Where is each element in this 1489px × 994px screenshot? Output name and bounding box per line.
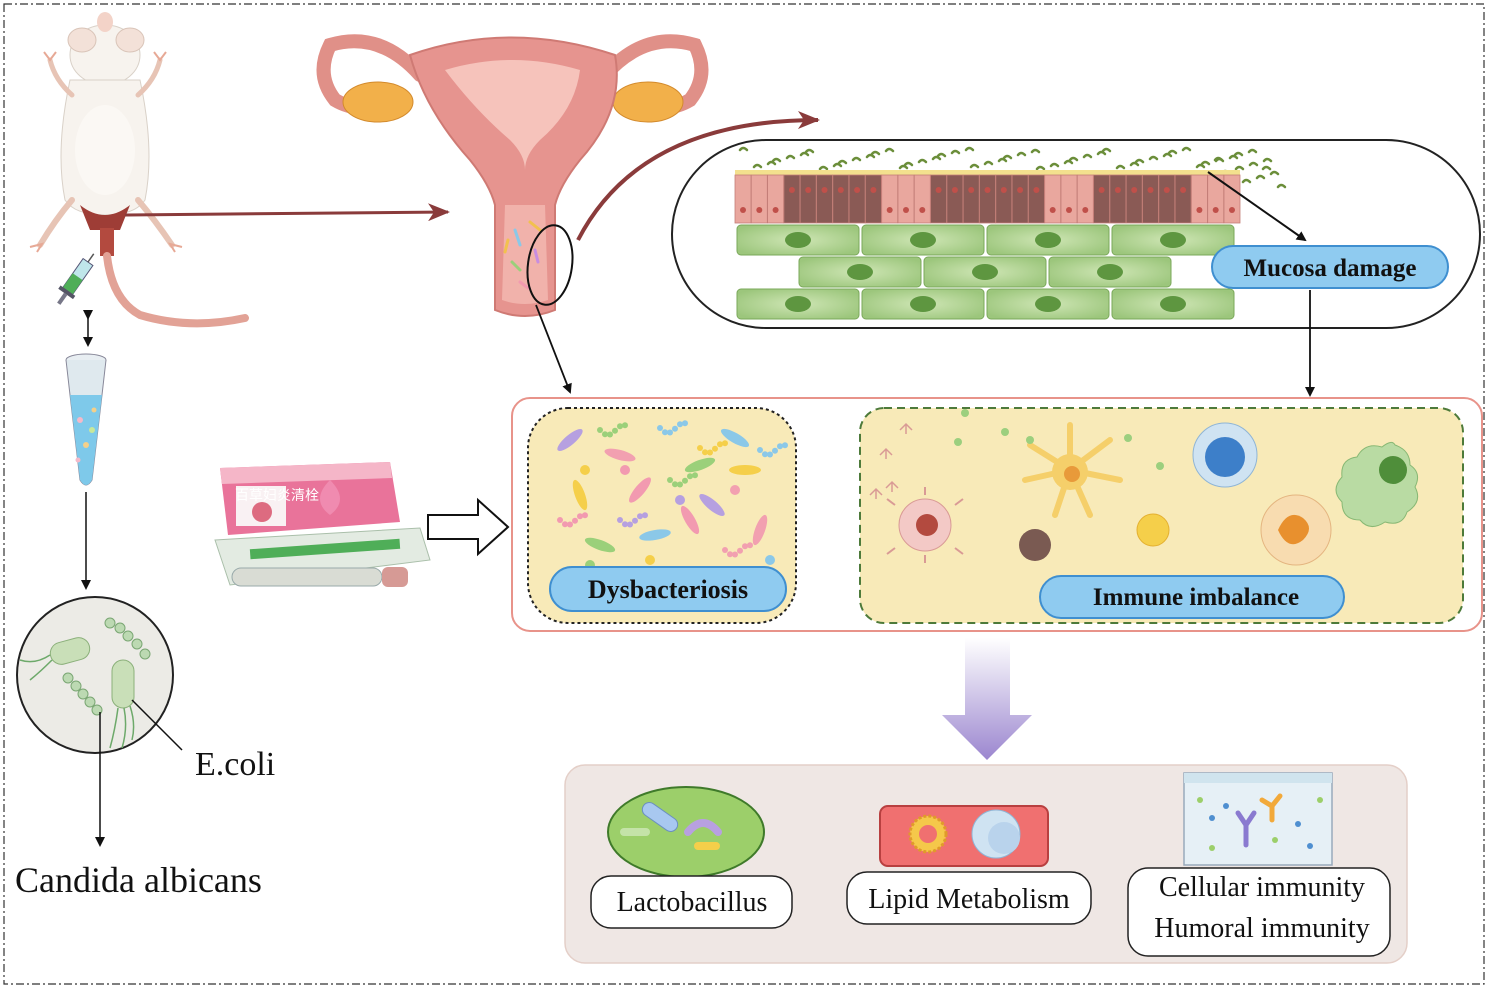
arrow-rat-to-uterus bbox=[124, 203, 450, 222]
highlight-circle bbox=[526, 224, 574, 306]
ecoli-label: E.coli bbox=[195, 746, 275, 783]
dendritic-cell-icon bbox=[1022, 422, 1123, 518]
dysbacteriosis-panel: Dysbacteriosis bbox=[527, 407, 797, 624]
immunity-label: Cellular immunity Humoral immunity bbox=[1127, 867, 1391, 957]
svg-text:Humoral immunity: Humoral immunity bbox=[1154, 913, 1369, 944]
macrophage-icon bbox=[1335, 441, 1419, 527]
svg-text:Lipid Metabolism: Lipid Metabolism bbox=[868, 884, 1070, 915]
arrow-to-mucosa-label bbox=[1207, 171, 1307, 242]
test-tube-icon bbox=[65, 353, 107, 486]
immune-panel: Immune imbalance bbox=[859, 407, 1464, 624]
outer-frame bbox=[3, 3, 1485, 985]
medicine-box-icon: 百草妇炎清栓 bbox=[214, 462, 431, 587]
lactobacillus-icon bbox=[607, 786, 765, 878]
svg-text:Dysbacteriosis: Dysbacteriosis bbox=[588, 575, 748, 604]
mucosa-damage-label: Mucosa damage bbox=[1211, 245, 1449, 289]
lipid-icon bbox=[879, 805, 1049, 867]
svg-text:Lactobacillus: Lactobacillus bbox=[617, 887, 768, 918]
mucosa-panel bbox=[671, 139, 1481, 329]
candida-label: Candida albicans bbox=[15, 860, 262, 900]
bacteria-circle-icon bbox=[16, 596, 174, 754]
lipid-metabolism-label: Lipid Metabolism bbox=[846, 871, 1092, 925]
svg-text:Mucosa damage: Mucosa damage bbox=[1244, 255, 1417, 282]
down-arrow-icon bbox=[942, 638, 1032, 760]
uterus-icon bbox=[316, 34, 709, 317]
hollow-right-arrow-icon bbox=[427, 497, 510, 557]
particle-yellow bbox=[1136, 513, 1170, 547]
antibody-dish-icon bbox=[1183, 772, 1333, 866]
neutrophil-icon bbox=[1260, 494, 1332, 566]
pointer-ecoli bbox=[131, 699, 183, 751]
mast-cell-icon bbox=[886, 487, 964, 563]
b-cell-icon bbox=[1192, 422, 1258, 488]
svg-text:Immune imbalance: Immune imbalance bbox=[1093, 584, 1299, 611]
rat-icon bbox=[29, 12, 249, 328]
arrow-uterus-to-dysbacteriosis bbox=[535, 304, 572, 394]
medicine-box-name: 百草妇炎清栓 bbox=[235, 487, 319, 504]
arrow-uterus-to-mucosa bbox=[576, 111, 820, 241]
lactobacillus-label: Lactobacillus bbox=[590, 875, 793, 929]
syringe-icon bbox=[57, 253, 95, 305]
particle-brown bbox=[1019, 529, 1051, 561]
svg-text:Cellular immunity: Cellular immunity bbox=[1159, 872, 1365, 903]
